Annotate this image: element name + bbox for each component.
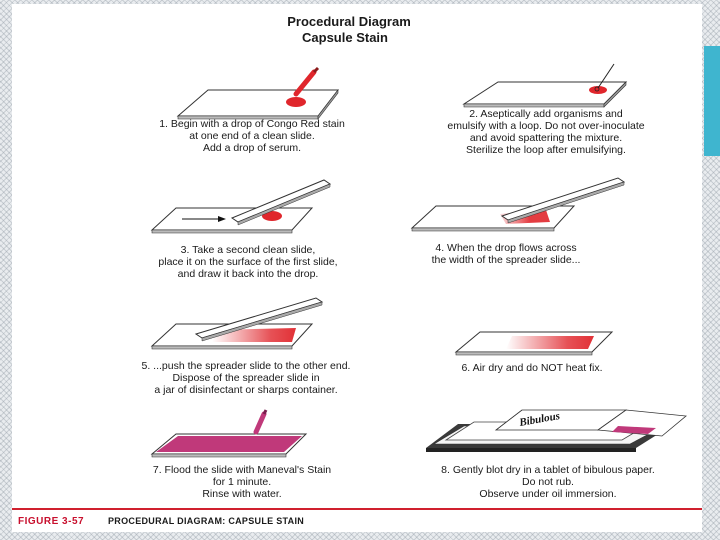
figure-caption-text: PROCEDURAL DIAGRAM: CAPSULE STAIN (108, 516, 305, 526)
step-2-illustration (462, 63, 628, 108)
step-1-illustration (176, 66, 340, 120)
step-5-text: 5. ...push the spreader slide to the oth… (141, 360, 351, 396)
step-6-illustration (454, 331, 614, 356)
spreader-slide (500, 177, 626, 224)
step-4-illustration (410, 177, 626, 232)
step-7-illustration (150, 409, 308, 458)
arrow-right-icon (182, 216, 226, 222)
figure-caption: FIGURE 3-57 PROCEDURAL DIAGRAM: CAPSULE … (12, 508, 702, 530)
congo-red-drop (262, 211, 282, 221)
dropper-icon (253, 409, 268, 435)
maneval-stain-flood (156, 436, 302, 452)
spreader-slide (194, 297, 324, 342)
step-3-illustration (150, 179, 332, 234)
congo-red-drop (286, 97, 306, 107)
inoculating-loop-icon (597, 63, 615, 89)
step-8-illustration: Bibulous (426, 409, 687, 452)
step-8-text: 8. Gently blot dry in a tablet of bibulo… (441, 464, 655, 500)
bibulous-paper-tablet (426, 409, 687, 452)
dropper-icon (293, 66, 320, 97)
spreader-slide (230, 179, 332, 226)
step-6-text: 6. Air dry and do NOT heat fix. (461, 362, 603, 374)
diagram-title: Procedural Diagram Capsule Stain (12, 14, 702, 46)
dried-smear (506, 336, 594, 349)
step-5-illustration (150, 297, 324, 350)
step-3-text: 3. Take a second clean slide,place it on… (158, 244, 338, 280)
figure-number: FIGURE 3-57 (18, 516, 85, 527)
emulsified-drop (589, 86, 607, 94)
accent-bar (704, 46, 720, 156)
title-line-1: Procedural Diagram (287, 14, 411, 29)
title-line-2: Capsule Stain (302, 30, 388, 45)
diagram-page: Procedural Diagram Capsule Stain 1. Begi… (12, 4, 702, 532)
